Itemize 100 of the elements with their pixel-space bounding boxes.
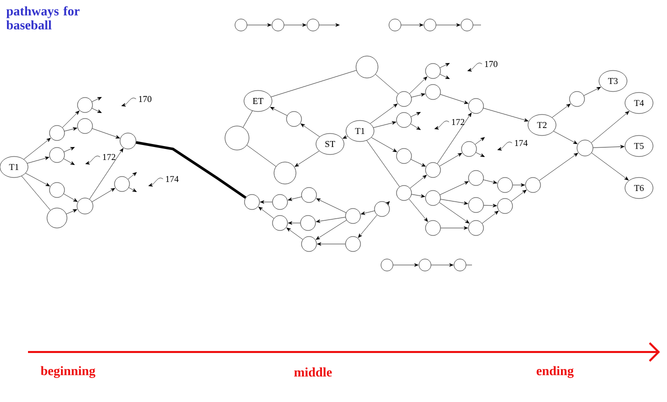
connector-line (366, 140, 400, 187)
arrow (342, 135, 348, 139)
circle-node (396, 148, 412, 164)
circle-node (380, 258, 394, 272)
ellipse-node: ET (244, 90, 272, 112)
arrow (62, 110, 80, 128)
arrow (539, 152, 578, 181)
arrow (89, 148, 124, 200)
arrow (410, 159, 426, 167)
ellipse-node: T3 (598, 70, 628, 92)
arrow (439, 152, 462, 166)
arrow (440, 226, 468, 230)
arrow (373, 121, 396, 128)
arrow (483, 108, 528, 122)
connector-line (21, 176, 51, 210)
arrow (476, 152, 485, 157)
circle-node (356, 56, 378, 78)
stage-label: beginning (40, 366, 96, 378)
leader-line (121, 98, 136, 106)
circle-node (49, 147, 65, 163)
arrow (92, 128, 120, 139)
arrow (401, 23, 424, 27)
arrow (591, 111, 630, 143)
circle-node (497, 198, 513, 214)
arrow (371, 137, 398, 152)
arrow (64, 147, 75, 152)
arrow (316, 216, 346, 223)
circle-node (468, 197, 484, 213)
connector-line (246, 145, 276, 167)
arrow (316, 220, 347, 240)
leader-line (467, 62, 482, 72)
line-stub (466, 264, 472, 266)
arrow (92, 97, 102, 102)
arrow (593, 144, 624, 148)
circle-node (114, 176, 130, 192)
circle-node (76, 198, 94, 214)
arrow (440, 94, 468, 104)
arrow (358, 214, 378, 238)
arrow (440, 63, 450, 68)
callout-number: 170 (485, 60, 498, 68)
circle-node (497, 177, 513, 193)
arrow (92, 108, 102, 113)
circle-node (272, 215, 288, 231)
circle-node (49, 125, 65, 141)
ellipse-node: T6 (624, 177, 654, 199)
arrow (584, 86, 601, 96)
connector-line (270, 70, 356, 98)
arrow (483, 180, 498, 184)
arrow (436, 23, 460, 27)
arrow (552, 104, 571, 118)
ellipse-node: ST (316, 133, 344, 155)
arrow (512, 183, 525, 187)
arrow (128, 187, 137, 192)
stage-label: ending (536, 366, 574, 378)
circle-node (224, 126, 250, 150)
arrow (410, 124, 421, 130)
circle-node (272, 194, 288, 210)
connector-line (136, 141, 246, 199)
circle-node (525, 177, 541, 193)
arrow (63, 194, 78, 202)
arrow (27, 156, 50, 164)
arrow (440, 74, 450, 79)
circle-node (396, 91, 412, 107)
leader-line (434, 120, 450, 130)
arrow (24, 138, 51, 160)
ellipse-node: T2 (528, 114, 556, 136)
arrow (286, 228, 303, 240)
circle-node (49, 182, 65, 198)
circle-node (374, 201, 390, 217)
arrow (437, 112, 472, 164)
connector-line (375, 74, 398, 94)
circle-node (425, 162, 441, 178)
circle-node (569, 91, 585, 107)
circle-node (454, 258, 466, 272)
circle-node (576, 140, 594, 156)
circle-node (345, 236, 361, 252)
arrow (247, 23, 272, 27)
arrow (319, 23, 340, 27)
circle-node (425, 84, 441, 100)
arrow (431, 263, 454, 267)
circle-node (274, 162, 296, 184)
arrow (92, 188, 116, 202)
circle-node (425, 190, 441, 206)
circle-node (468, 98, 484, 114)
arrow (260, 200, 272, 204)
circle-node (424, 18, 436, 32)
arrow (25, 173, 50, 186)
arrow (411, 93, 426, 98)
arrow (410, 112, 421, 117)
leader-line (148, 178, 164, 186)
circle-node (77, 118, 93, 134)
arrow (591, 152, 629, 180)
arrow (294, 150, 320, 167)
circle-node (120, 132, 136, 150)
circle-node (396, 185, 412, 201)
arrow (411, 194, 426, 198)
arrow (439, 202, 470, 224)
circle-node (425, 63, 441, 79)
ellipse-node: T5 (624, 135, 654, 157)
circle-node (345, 208, 361, 224)
